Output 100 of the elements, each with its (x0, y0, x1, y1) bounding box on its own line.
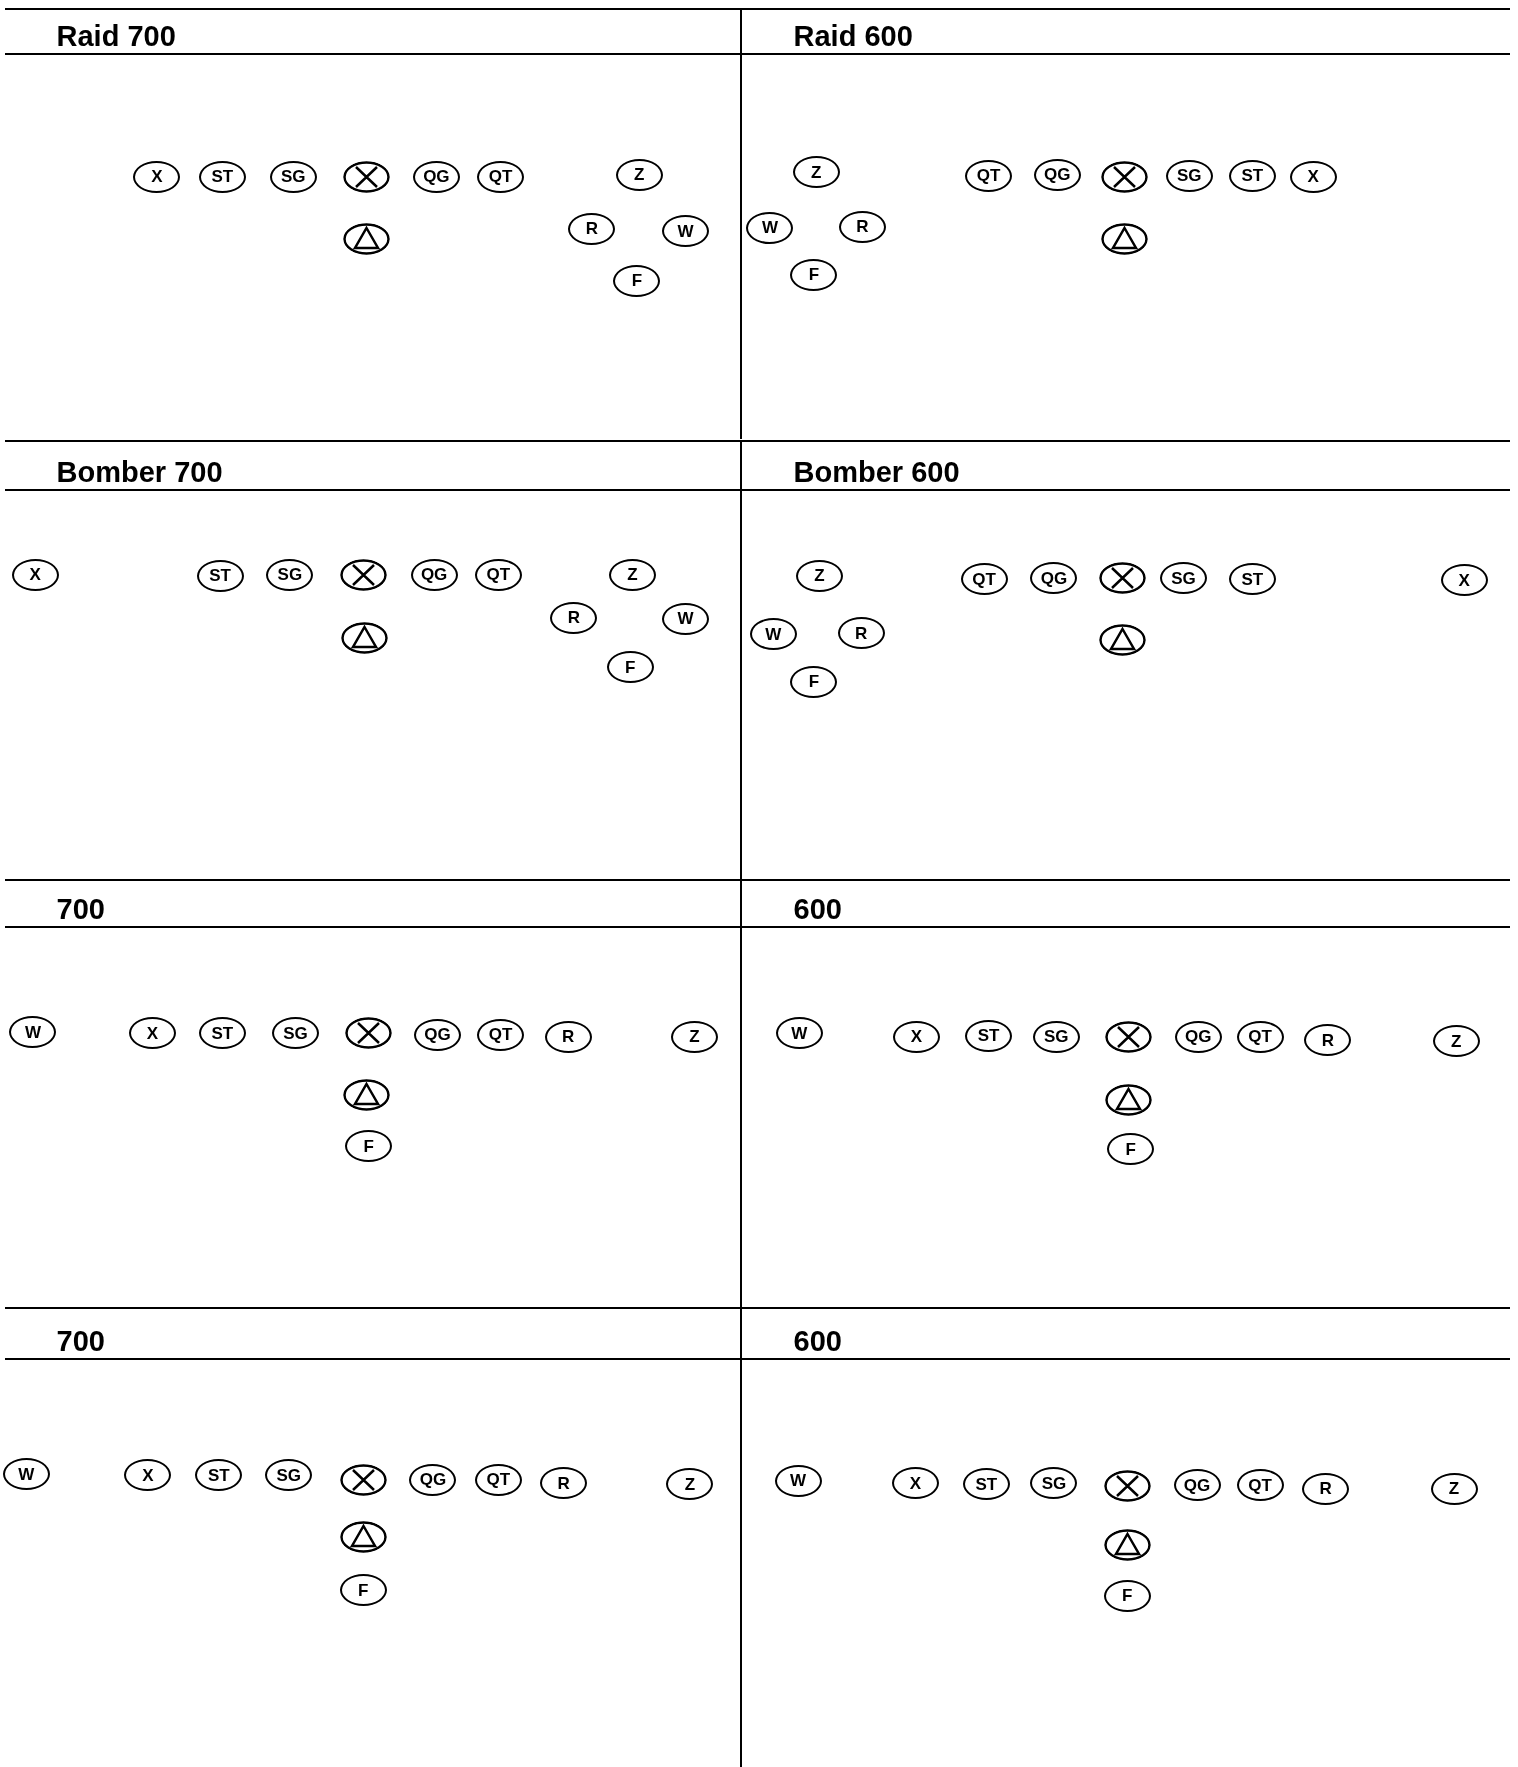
player-marker: X (128, 1017, 176, 1050)
player-marker: Z (792, 156, 840, 189)
player-marker: W (661, 602, 709, 635)
center-marker (1104, 1020, 1152, 1053)
player-marker: QT (474, 1463, 522, 1496)
player-marker: R (550, 601, 598, 634)
player-marker: ST (198, 160, 246, 193)
center-marker (1103, 1470, 1151, 1503)
quarterback-marker (1103, 1529, 1151, 1562)
player-marker: SG (265, 1459, 313, 1492)
player-marker: Z (1432, 1025, 1480, 1058)
player-marker: QT (477, 1018, 525, 1051)
player-marker: ST (1228, 159, 1276, 192)
player-marker: F (790, 665, 838, 698)
player-marker: W (749, 618, 797, 651)
player-marker: QG (1173, 1469, 1221, 1502)
player-marker: X (124, 1459, 172, 1492)
panel-heading: Raid 600 (793, 21, 913, 51)
formation-panel (4, 1307, 742, 1767)
player-marker: SG (1032, 1020, 1080, 1053)
player-marker: QG (410, 558, 458, 591)
player-marker: W (9, 1016, 57, 1049)
player-marker: ST (195, 1459, 243, 1492)
player-marker: QG (414, 1018, 461, 1051)
player-marker: R (540, 1467, 588, 1500)
player-marker: R (837, 617, 885, 650)
player-marker: W (775, 1017, 823, 1050)
quarterback-marker (340, 621, 388, 654)
player-marker: R (568, 212, 616, 245)
player-marker: R (544, 1020, 592, 1053)
player-marker: Z (670, 1020, 718, 1053)
player-marker: Z (796, 559, 844, 592)
player-marker: SG (1165, 159, 1213, 192)
player-marker: Z (1430, 1472, 1478, 1505)
player-marker: F (1107, 1133, 1155, 1166)
player-marker: ST (965, 1019, 1013, 1052)
panel-heading: Bomber 700 (56, 457, 223, 487)
player-marker: X (1289, 160, 1337, 193)
player-marker: R (1302, 1472, 1350, 1505)
center-marker (339, 1463, 387, 1496)
player-marker: QG (412, 160, 460, 193)
player-marker: QG (1030, 562, 1078, 595)
player-marker: ST (1228, 563, 1276, 596)
player-marker: QT (1236, 1469, 1284, 1502)
player-marker: QT (477, 160, 525, 193)
player-marker: F (339, 1574, 387, 1607)
player-marker: R (838, 210, 886, 243)
player-marker: F (606, 651, 654, 684)
player-marker: QG (409, 1463, 457, 1496)
center-marker (345, 1017, 393, 1050)
quarterback-marker (1099, 624, 1147, 657)
player-marker: QT (965, 159, 1013, 192)
player-marker: R (1304, 1024, 1352, 1057)
player-marker: F (613, 264, 661, 297)
quarterback-marker (1101, 222, 1149, 255)
player-marker: ST (962, 1468, 1010, 1501)
player-marker: X (11, 558, 59, 591)
player-marker: W (2, 1458, 50, 1491)
player-marker: W (774, 1464, 822, 1497)
player-marker: F (345, 1130, 393, 1163)
panel-heading: Raid 700 (56, 21, 176, 51)
quarterback-marker (1104, 1083, 1152, 1116)
player-marker: X (891, 1467, 939, 1500)
player-marker: SG (1160, 562, 1208, 595)
center-marker (1101, 160, 1149, 193)
panel-heading: Bomber 600 (793, 457, 960, 487)
panel-heading: 700 (56, 1326, 105, 1356)
panel-heading: 600 (793, 895, 842, 925)
player-marker: QG (1174, 1020, 1222, 1053)
player-marker: X (892, 1020, 940, 1053)
panel-heading: 700 (56, 895, 105, 925)
center-marker (1099, 562, 1147, 595)
player-marker: SG (1030, 1467, 1078, 1500)
player-marker: QG (1033, 158, 1081, 191)
player-marker: Z (666, 1468, 714, 1501)
player-marker: QT (1236, 1020, 1284, 1053)
player-marker: ST (198, 1017, 246, 1050)
player-marker: QT (960, 563, 1008, 596)
player-marker: SG (272, 1017, 319, 1050)
player-marker: X (1440, 564, 1488, 597)
player-marker: SG (269, 160, 317, 193)
player-marker: F (790, 258, 838, 291)
player-marker: X (133, 160, 181, 193)
player-marker: F (1103, 1579, 1151, 1612)
formation-panel (4, 7, 742, 440)
quarterback-marker (343, 222, 390, 255)
player-marker: W (746, 211, 794, 244)
player-marker: W (661, 215, 709, 247)
center-marker (339, 558, 387, 591)
formation-panel (4, 879, 742, 1308)
player-marker: QT (474, 558, 522, 591)
player-marker: SG (266, 558, 314, 591)
quarterback-marker (339, 1521, 387, 1554)
center-marker (343, 160, 390, 193)
player-marker: Z (615, 158, 663, 191)
formation-panel (4, 439, 742, 879)
quarterback-marker (343, 1079, 390, 1112)
player-marker: ST (196, 559, 244, 592)
panel-heading: 600 (793, 1326, 842, 1356)
player-marker: Z (608, 558, 656, 591)
